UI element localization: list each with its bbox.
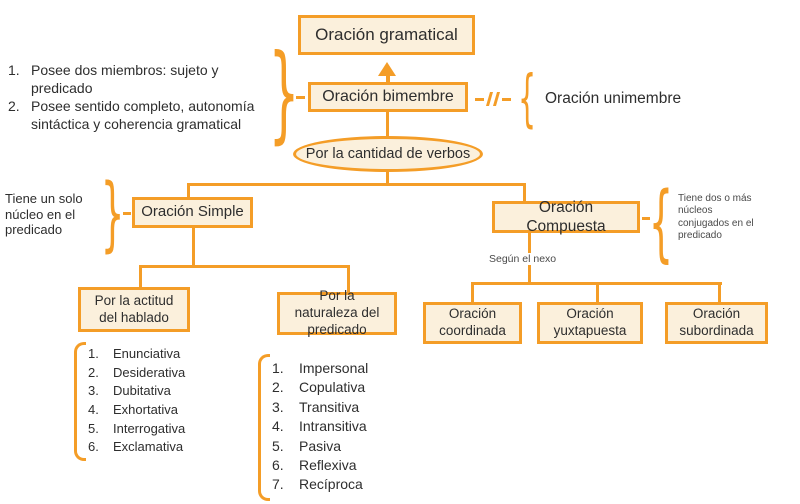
list-item: 7. Recíproca bbox=[272, 476, 368, 495]
edge-drop-simple bbox=[187, 185, 190, 198]
edge-drop-coordinada bbox=[471, 284, 474, 303]
list-item-text: Recíproca bbox=[299, 476, 363, 493]
list-item-text: Transitiva bbox=[299, 398, 360, 415]
arrow-up-icon bbox=[378, 62, 396, 76]
list-item-number: 2. bbox=[88, 364, 99, 380]
node-por-actitud-hablado: Por la actitud del hablado bbox=[78, 287, 190, 332]
dash-connector bbox=[502, 97, 511, 101]
opening-brace-icon: { bbox=[648, 173, 674, 272]
edge-compuesta-horizontal bbox=[471, 282, 722, 285]
list-item-number: 3. bbox=[88, 383, 99, 399]
list-item: 5. Interrogativa bbox=[88, 421, 185, 440]
list-item: 6. Reflexiva bbox=[272, 457, 368, 476]
edge-drop-naturaleza bbox=[347, 267, 350, 293]
parallel-bar bbox=[492, 92, 501, 106]
node-oracion-gramatical: Oración gramatical bbox=[298, 15, 475, 55]
list-item-number: 2. bbox=[272, 379, 284, 396]
list-item: 2. Desiderativa bbox=[88, 365, 185, 384]
list-item-number: 5. bbox=[272, 437, 284, 454]
edge-drop-yuxtapuesta bbox=[596, 284, 599, 303]
list-item: 1. Enunciativa bbox=[88, 346, 185, 365]
list-item-text: Intransitiva bbox=[299, 418, 367, 435]
note-item: 1. Posee dos miembros: sujeto y predicad… bbox=[8, 61, 265, 97]
parallel-bar bbox=[485, 92, 494, 106]
note-item: 2. Posee sentido completo, autonomía sin… bbox=[8, 97, 265, 133]
edge-drop-actitud bbox=[139, 267, 142, 288]
parallel-bars-icon bbox=[475, 91, 511, 107]
edge-drop-subordinada bbox=[718, 284, 721, 303]
list-item-number: 5. bbox=[88, 420, 99, 436]
list-item-text: Exhortativa bbox=[113, 402, 179, 418]
node-oracion-compuesta: Oración Compuesta bbox=[492, 199, 640, 235]
list-item-number: 1. bbox=[88, 346, 99, 361]
list-item: 6. Exclamativa bbox=[88, 439, 185, 458]
node-oracion-subordinada: Oración subordinada bbox=[665, 302, 768, 344]
list-item: 4. Intransitiva bbox=[272, 418, 368, 437]
closing-brace-icon: } bbox=[268, 33, 300, 155]
edge-criterion-down bbox=[386, 170, 389, 185]
list-item-number: 7. bbox=[272, 476, 284, 493]
list-item-number: 3. bbox=[272, 398, 284, 415]
arrow-up-shaft bbox=[386, 75, 390, 84]
edge-bimembre-criterion bbox=[386, 111, 389, 138]
note-compuesta: Tiene dos o más núcleos conjugados en el… bbox=[678, 193, 754, 241]
node-oracion-simple: Oración Simple bbox=[132, 197, 253, 228]
list-item-text: Interrogativa bbox=[113, 420, 186, 436]
bimembre-notes: 1. Posee dos miembros: sujeto y predicad… bbox=[8, 61, 265, 133]
list-item-number: 6. bbox=[88, 439, 99, 455]
edge-simple-horizontal bbox=[139, 265, 350, 268]
label-oracion-unimembre: Oración unimembre bbox=[545, 90, 682, 107]
note-text: Posee dos miembros: sujeto y predicado bbox=[31, 62, 219, 96]
opening-brace-icon: { bbox=[517, 61, 537, 135]
node-oracion-bimembre: Oración bimembre bbox=[308, 82, 468, 112]
list-actitud: 1. Enunciativa 2. Desiderativa 3. Dubita… bbox=[88, 346, 185, 458]
list-item-text: Reflexiva bbox=[299, 456, 357, 473]
list-bracket-icon bbox=[74, 342, 86, 461]
note-number: 1. bbox=[8, 62, 20, 78]
dash-connector bbox=[642, 217, 650, 220]
note-number: 2. bbox=[8, 98, 20, 114]
list-item: 2. Copulativa bbox=[272, 379, 368, 398]
label-segun-el-nexo: Según el nexo bbox=[486, 253, 560, 265]
list-item-text: Enunciativa bbox=[113, 346, 181, 361]
list-naturaleza: 1. Impersonal 2. Copulativa 3. Transitiv… bbox=[272, 360, 368, 496]
list-item-number: 1. bbox=[272, 360, 284, 376]
node-oracion-coordinada: Oración coordinada bbox=[423, 302, 522, 344]
node-por-cantidad-verbos: Por la cantidad de verbos bbox=[293, 136, 483, 172]
list-item-text: Impersonal bbox=[299, 360, 369, 376]
list-item-number: 4. bbox=[88, 402, 99, 418]
list-item: 5. Pasiva bbox=[272, 438, 368, 457]
list-item: 3. Transitiva bbox=[272, 399, 368, 418]
list-item: 3. Dubitativa bbox=[88, 383, 185, 402]
note-text: Posee sentido completo, autonomía sintác… bbox=[31, 98, 255, 132]
list-item-text: Desiderativa bbox=[113, 364, 186, 380]
list-item: 1. Impersonal bbox=[272, 360, 368, 379]
edge-drop-compuesta bbox=[523, 185, 526, 202]
note-simple: Tiene un solo núcleo en el predicado bbox=[5, 191, 83, 237]
list-item-text: Exclamativa bbox=[113, 439, 184, 455]
dash-connector bbox=[475, 97, 484, 101]
list-item-number: 4. bbox=[272, 418, 284, 435]
node-por-naturaleza-predicado: Por la naturaleza del predicado bbox=[277, 288, 397, 337]
list-item: 4. Exhortativa bbox=[88, 402, 185, 421]
dash-connector bbox=[296, 96, 305, 99]
list-item-text: Dubitativa bbox=[113, 383, 171, 399]
list-item-number: 6. bbox=[272, 456, 284, 473]
list-item-text: Pasiva bbox=[299, 437, 342, 454]
closing-brace-icon: } bbox=[100, 166, 125, 262]
node-oracion-yuxtapuesta: Oración yuxtapuesta bbox=[537, 302, 643, 344]
list-item-text: Copulativa bbox=[299, 379, 366, 396]
edge-simple-down bbox=[192, 227, 195, 268]
list-bracket-icon bbox=[258, 354, 270, 501]
edge-main-horizontal bbox=[187, 183, 526, 186]
dash-connector bbox=[123, 212, 131, 215]
